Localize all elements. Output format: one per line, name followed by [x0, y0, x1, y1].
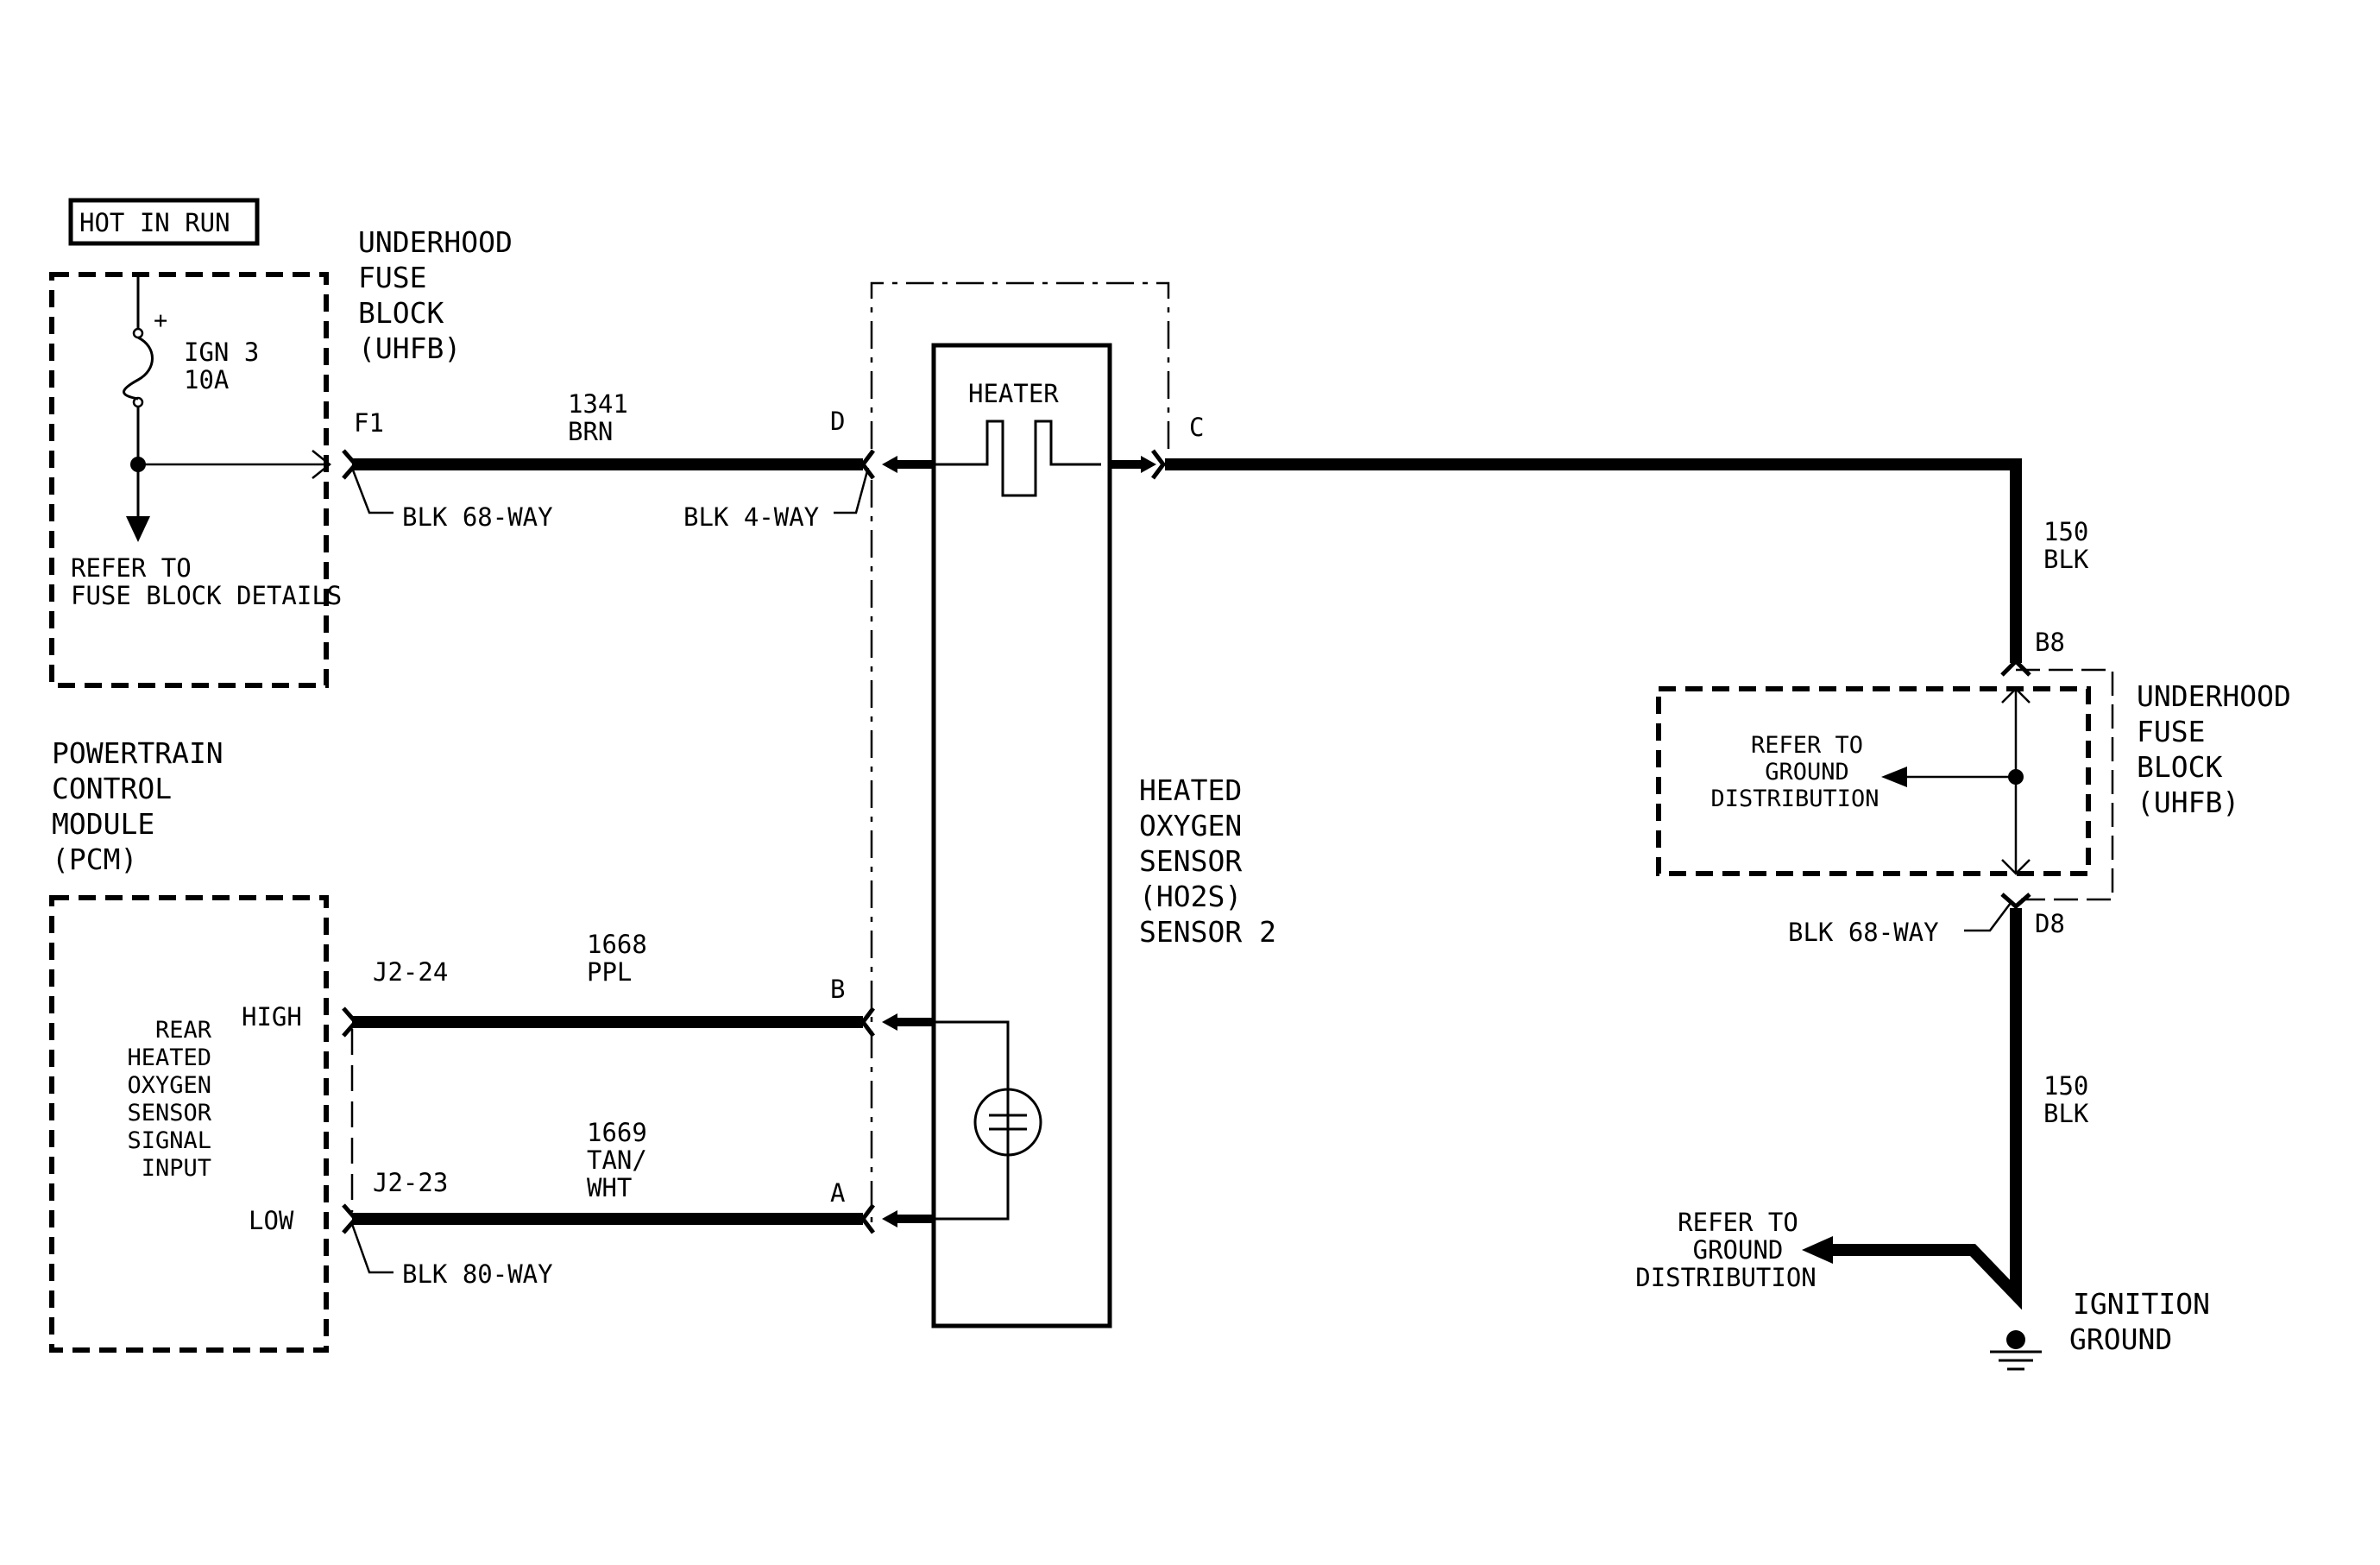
wire-1341-circuit: 1341	[568, 389, 628, 419]
uhfb-right-line1: UNDERHOOD	[2137, 679, 2291, 713]
pin-f1: F1	[354, 408, 384, 438]
fuse-icon	[123, 336, 154, 401]
fuse-name: IGN 3	[184, 338, 259, 367]
conn-blk80: BLK 80-WAY	[402, 1259, 553, 1289]
pcm-input-line4: SENSOR	[127, 1100, 211, 1126]
sensor-line2: OXYGEN	[1139, 809, 1242, 842]
refer-ground-inner-line2: GROUND	[1765, 759, 1849, 786]
ignition-ground-symbol	[1990, 1330, 2042, 1371]
heater-element-icon	[894, 420, 1101, 497]
pin-a: A	[830, 1178, 845, 1208]
hot-in-run-badge: HOT IN RUN	[68, 198, 260, 246]
wire-1341	[342, 449, 875, 514]
wire-1669-circuit: 1669	[587, 1118, 647, 1147]
conn-blk68-right: BLK 68-WAY	[1788, 918, 1939, 947]
uhfb-right-line3: BLOCK	[2137, 750, 2222, 784]
wire-150-bottom-circuit: 150	[2043, 1071, 2088, 1101]
wire-1669	[342, 1203, 875, 1274]
pin-j2-24: J2-24	[373, 957, 448, 987]
wire-1668	[342, 1007, 875, 1038]
conn-blk68-top: BLK 68-WAY	[402, 502, 553, 532]
pcm-input-line1: REAR	[155, 1017, 212, 1044]
wire-1668-circuit: 1668	[587, 930, 647, 959]
pin-d8: D8	[2035, 909, 2065, 938]
refer-ground-inner-line1: REFER TO	[1751, 732, 1863, 759]
sensor-line3: SENSOR	[1139, 844, 1242, 878]
high-label: HIGH	[242, 1002, 302, 1032]
wire-150-bottom-color: BLK	[2043, 1099, 2089, 1128]
pcm-block	[49, 895, 354, 1353]
pin-d-arrow-icon	[882, 456, 897, 473]
arrow-down-icon	[126, 516, 150, 542]
pin-j2-23: J2-23	[373, 1168, 448, 1197]
fuse-plus: +	[154, 307, 167, 334]
heated-oxygen-sensor: HEATER	[882, 343, 1156, 1328]
wire-150-bottom	[1802, 893, 2031, 1310]
sensor-line4: (HO2S)	[1139, 880, 1242, 913]
ignition-ground-line1: IGNITION	[2073, 1287, 2210, 1321]
uhfb-right-line2: FUSE	[2137, 715, 2205, 748]
wire-1669-color2: WHT	[587, 1173, 632, 1202]
pcm-input-line2: HEATED	[127, 1044, 211, 1071]
sensor-line1: HEATED	[1139, 773, 1242, 807]
refer-ground-inner-line3: DISTRIBUTION	[1710, 786, 1879, 812]
ground-icon	[2006, 1330, 2025, 1349]
uhfb-top-line2: FUSE	[358, 261, 426, 294]
uhfb-right-line4: (UHFB)	[2137, 786, 2239, 819]
sensor-line5: SENSOR 2	[1139, 915, 1276, 949]
pcm-line4: (PCM)	[52, 842, 137, 876]
uhfb-top-line4: (UHFB)	[358, 331, 461, 365]
ground-arrow-icon	[1802, 1236, 1833, 1264]
hot-in-run-label: HOT IN RUN	[79, 208, 230, 237]
pcm-input-line3: OXYGEN	[127, 1072, 211, 1099]
fuse-rating: 10A	[184, 365, 229, 394]
pin-b8: B8	[2035, 628, 2065, 657]
refer-fuse-line2: FUSE BLOCK DETAILS	[71, 581, 342, 610]
wire-1668-color: PPL	[587, 957, 632, 987]
pin-c: C	[1189, 413, 1204, 442]
refer-ground-outer-line2: GROUND	[1693, 1235, 1784, 1265]
pin-d: D	[830, 407, 845, 436]
pcm-line1: POWERTRAIN	[52, 736, 224, 770]
arrow-left-icon	[1881, 767, 1907, 787]
wire-1669-color1: TAN/	[587, 1145, 647, 1175]
wire-1341-color: BRN	[568, 417, 613, 446]
refer-fuse-line1: REFER TO	[71, 553, 192, 583]
pcm-input-line6: INPUT	[142, 1155, 211, 1182]
sensor-connector-shell	[870, 281, 1170, 1233]
uhfb-top-line3: BLOCK	[358, 296, 444, 330]
wire-150-top	[1151, 449, 2031, 677]
uhfb-right-block: REFER TO GROUND DISTRIBUTION	[1656, 668, 2114, 901]
conn-blk4: BLK 4-WAY	[683, 502, 819, 532]
pin-b: B	[830, 975, 845, 1004]
uhfb-top-block: + IGN 3 10A REFER TO FUSE BLOCK DETAILS	[49, 272, 342, 688]
heater-label: HEATER	[968, 379, 1059, 408]
refer-ground-outer-line1: REFER TO	[1678, 1208, 1798, 1237]
wire-150-top-circuit: 150	[2043, 517, 2088, 546]
low-label: LOW	[249, 1206, 294, 1235]
refer-ground-outer-line3: DISTRIBUTION	[1635, 1263, 1816, 1292]
pcm-line2: CONTROL	[52, 772, 172, 805]
pcm-line3: MODULE	[52, 807, 154, 841]
pin-c-arrow-icon	[1141, 456, 1156, 473]
pin-b-arrow-icon	[882, 1013, 897, 1031]
uhfb-top-line1: UNDERHOOD	[358, 225, 513, 259]
ignition-ground-line2: GROUND	[2069, 1322, 2172, 1356]
wire-150-top-color: BLK	[2043, 545, 2089, 574]
pcm-input-line5: SIGNAL	[127, 1127, 211, 1154]
pin-a-arrow-icon	[882, 1210, 897, 1227]
